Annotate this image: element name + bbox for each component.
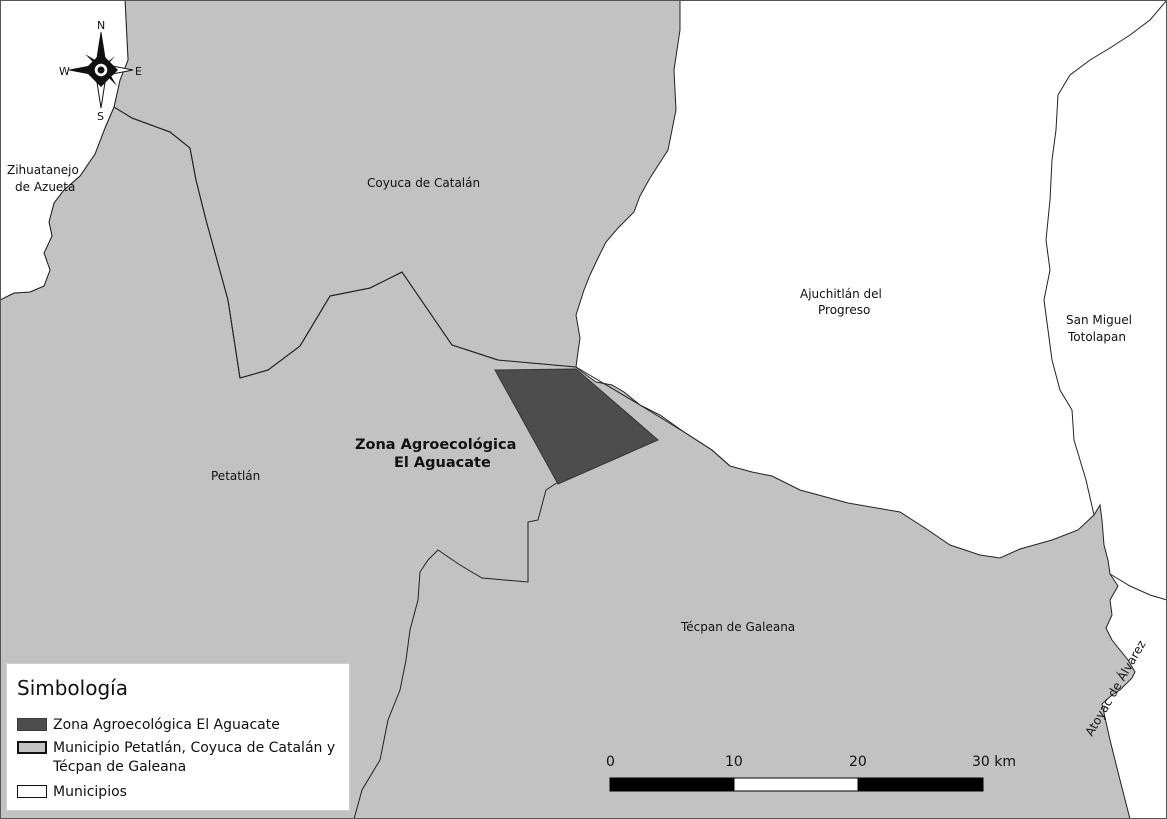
legend: Simbología Zona Agroecológica El Aguacat… (6, 663, 350, 811)
legend-title: Simbología (17, 676, 128, 700)
label-ajuchitlan-line1: Ajuchitlán del (800, 287, 882, 301)
scale-tick-20: 20 (849, 754, 867, 770)
label-san-miguel-line1: San Miguel (1066, 313, 1132, 327)
label-petatlan: Petatlán (211, 469, 260, 483)
label-san-miguel-line2: Totolapan (1067, 330, 1126, 344)
label-coyuca: Coyuca de Catalán (367, 176, 480, 190)
legend-label-municipios: Municipios (53, 784, 127, 800)
label-zihuatanejo-line2: de Azueta (15, 180, 75, 194)
label-zihuatanejo-line1: Zihuatanejo (7, 163, 79, 177)
border-coyuca-petatlan (113, 106, 499, 379)
legend-label-municipio: Municipio Petatlán, Coyuca de Catalán y … (53, 740, 336, 775)
scale-bar: 0 10 20 30 km (606, 754, 1016, 792)
legend-item-municipio: Municipio Petatlán, Coyuca de Catalán y … (17, 739, 353, 777)
scale-tick-0: 0 (606, 754, 615, 770)
border-coyuca-tecpan (575, 366, 731, 467)
label-zona-line1: Zona Agroecológica (355, 437, 516, 453)
label-ajuchitlan-line2: Progreso (818, 303, 870, 317)
legend-swatch-municipio (17, 741, 47, 754)
svg-text:N: N (97, 19, 105, 32)
label-zona-line2: El Aguacate (394, 455, 491, 471)
zona-agroecologica-polygon[interactable] (494, 368, 659, 485)
svg-text:W: W (59, 65, 70, 78)
border-tecpan-atoyac (1109, 573, 1167, 601)
scale-tick-30: 30 km (972, 754, 1016, 770)
label-tecpan: Técpan de Galeana (680, 620, 795, 634)
legend-label-zona: Zona Agroecológica El Aguacate (53, 717, 280, 733)
svg-text:S: S (97, 110, 104, 123)
svg-text:E: E (135, 65, 142, 78)
legend-swatch-zona (17, 718, 47, 731)
border-petatlan-tecpan (353, 481, 559, 819)
border-ajuchitlan-sanmiguel (1043, 0, 1167, 516)
scale-tick-10: 10 (725, 754, 743, 770)
legend-item-zona: Zona Agroecológica El Aguacate (17, 716, 353, 735)
legend-swatch-municipios (17, 785, 47, 798)
legend-item-municipios: Municipios (17, 783, 353, 802)
